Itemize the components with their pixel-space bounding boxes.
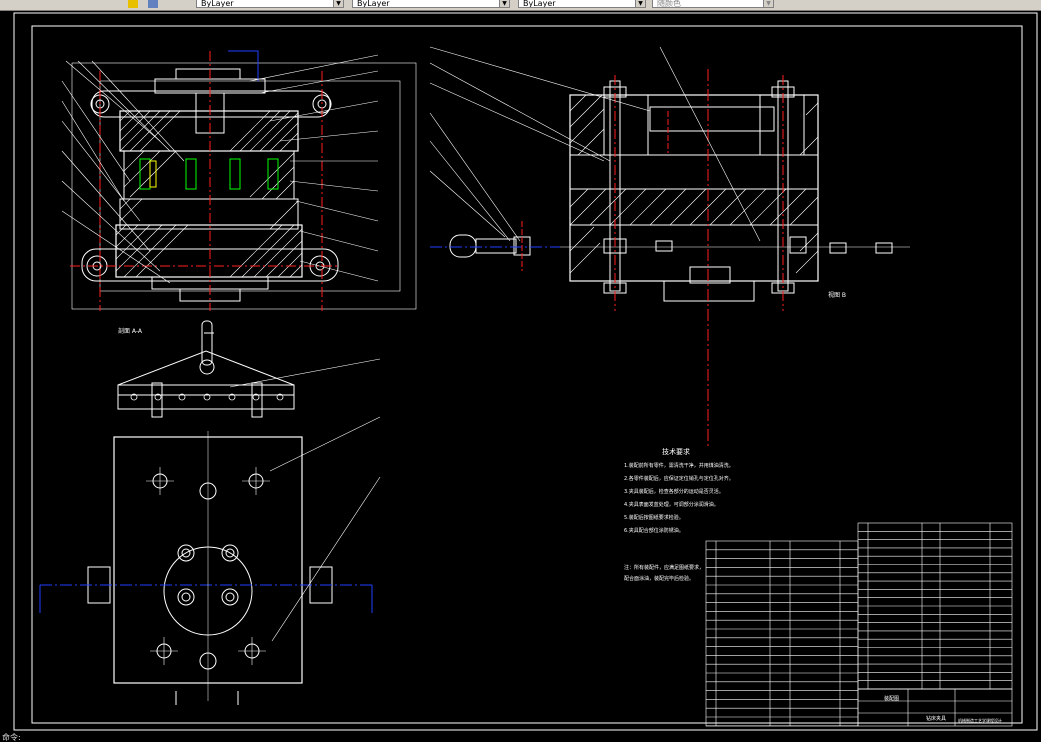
title-school: 机械制造工艺学课程设计 — [958, 717, 1002, 723]
tech-line-5: 5.装配后按图纸要求检验。 — [624, 514, 684, 521]
layer-manager-icon[interactable] — [148, 0, 158, 8]
layer-state-icon[interactable] — [128, 0, 138, 8]
lineweight-combo[interactable]: ByLayer ▼ — [518, 0, 646, 8]
title-drawing-no: 装配图 — [884, 695, 899, 702]
section-label: 剖面 A-A — [118, 327, 143, 335]
tech-line-4: 4.夹具表面发蓝处理，可调部分涂润滑油。 — [624, 501, 719, 508]
technical-requirements: 技术要求 1.装配前所有零件，需清洗干净，并用煤油清洗。 2.各零件装配后，应保… — [624, 447, 734, 582]
main-section-view: 剖面 A-A — [61, 50, 417, 335]
layer-combo[interactable]: ByLayer ▼ — [196, 0, 344, 8]
command-prompt: 命令: — [2, 733, 21, 742]
note-line-1: 注：所有装配件，应满足图纸要求， — [624, 564, 704, 571]
plan-view — [39, 320, 381, 705]
parts-list: 装配图 钻床夹具 机械制造工艺学课程设计 — [705, 522, 1013, 727]
chevron-down-icon[interactable]: ▼ — [499, 0, 509, 7]
chevron-down-icon[interactable]: ▼ — [763, 0, 773, 7]
title-name: 钻床夹具 — [926, 715, 946, 722]
chevron-down-icon[interactable]: ▼ — [635, 0, 645, 7]
chevron-down-icon[interactable]: ▼ — [333, 0, 343, 7]
properties-toolbar: ByLayer ▼ ByLayer ▼ ByLayer ▼ 随颜色 ▼ — [0, 0, 1041, 11]
sheet-inner-border — [31, 25, 1023, 724]
tech-line-3: 3.夹具装配后，检查各部分的运动是否灵活。 — [624, 488, 724, 495]
tech-line-2: 2.各零件装配后，应保证定位销孔与定位孔对齐。 — [624, 475, 734, 482]
plotstyle-combo[interactable]: 随颜色 ▼ — [652, 0, 774, 8]
plotstyle-combo-value: 随颜色 — [657, 0, 681, 8]
sheet-outer-border — [13, 12, 1038, 731]
lineweight-combo-value: ByLayer — [523, 0, 556, 8]
drawing-canvas[interactable]: 剖面 A-A — [0, 11, 1041, 733]
side-view: 视图 B — [429, 46, 910, 446]
linetype-combo-value: ByLayer — [357, 0, 390, 8]
layer-combo-value: ByLayer — [201, 0, 234, 8]
tech-line-6: 6.夹具配合部位涂防锈油。 — [624, 527, 684, 534]
cad-drawing[interactable]: 剖面 A-A — [0, 11, 1041, 733]
linetype-combo[interactable]: ByLayer ▼ — [352, 0, 510, 8]
view-label: 视图 B — [828, 291, 846, 299]
note-line-2: 配合面涂油，装配完毕后检验。 — [624, 575, 694, 582]
command-line[interactable]: 命令: — [0, 733, 1041, 742]
tech-title: 技术要求 — [662, 447, 690, 456]
tech-line-1: 1.装配前所有零件，需清洗干净，并用煤油清洗。 — [624, 462, 734, 469]
